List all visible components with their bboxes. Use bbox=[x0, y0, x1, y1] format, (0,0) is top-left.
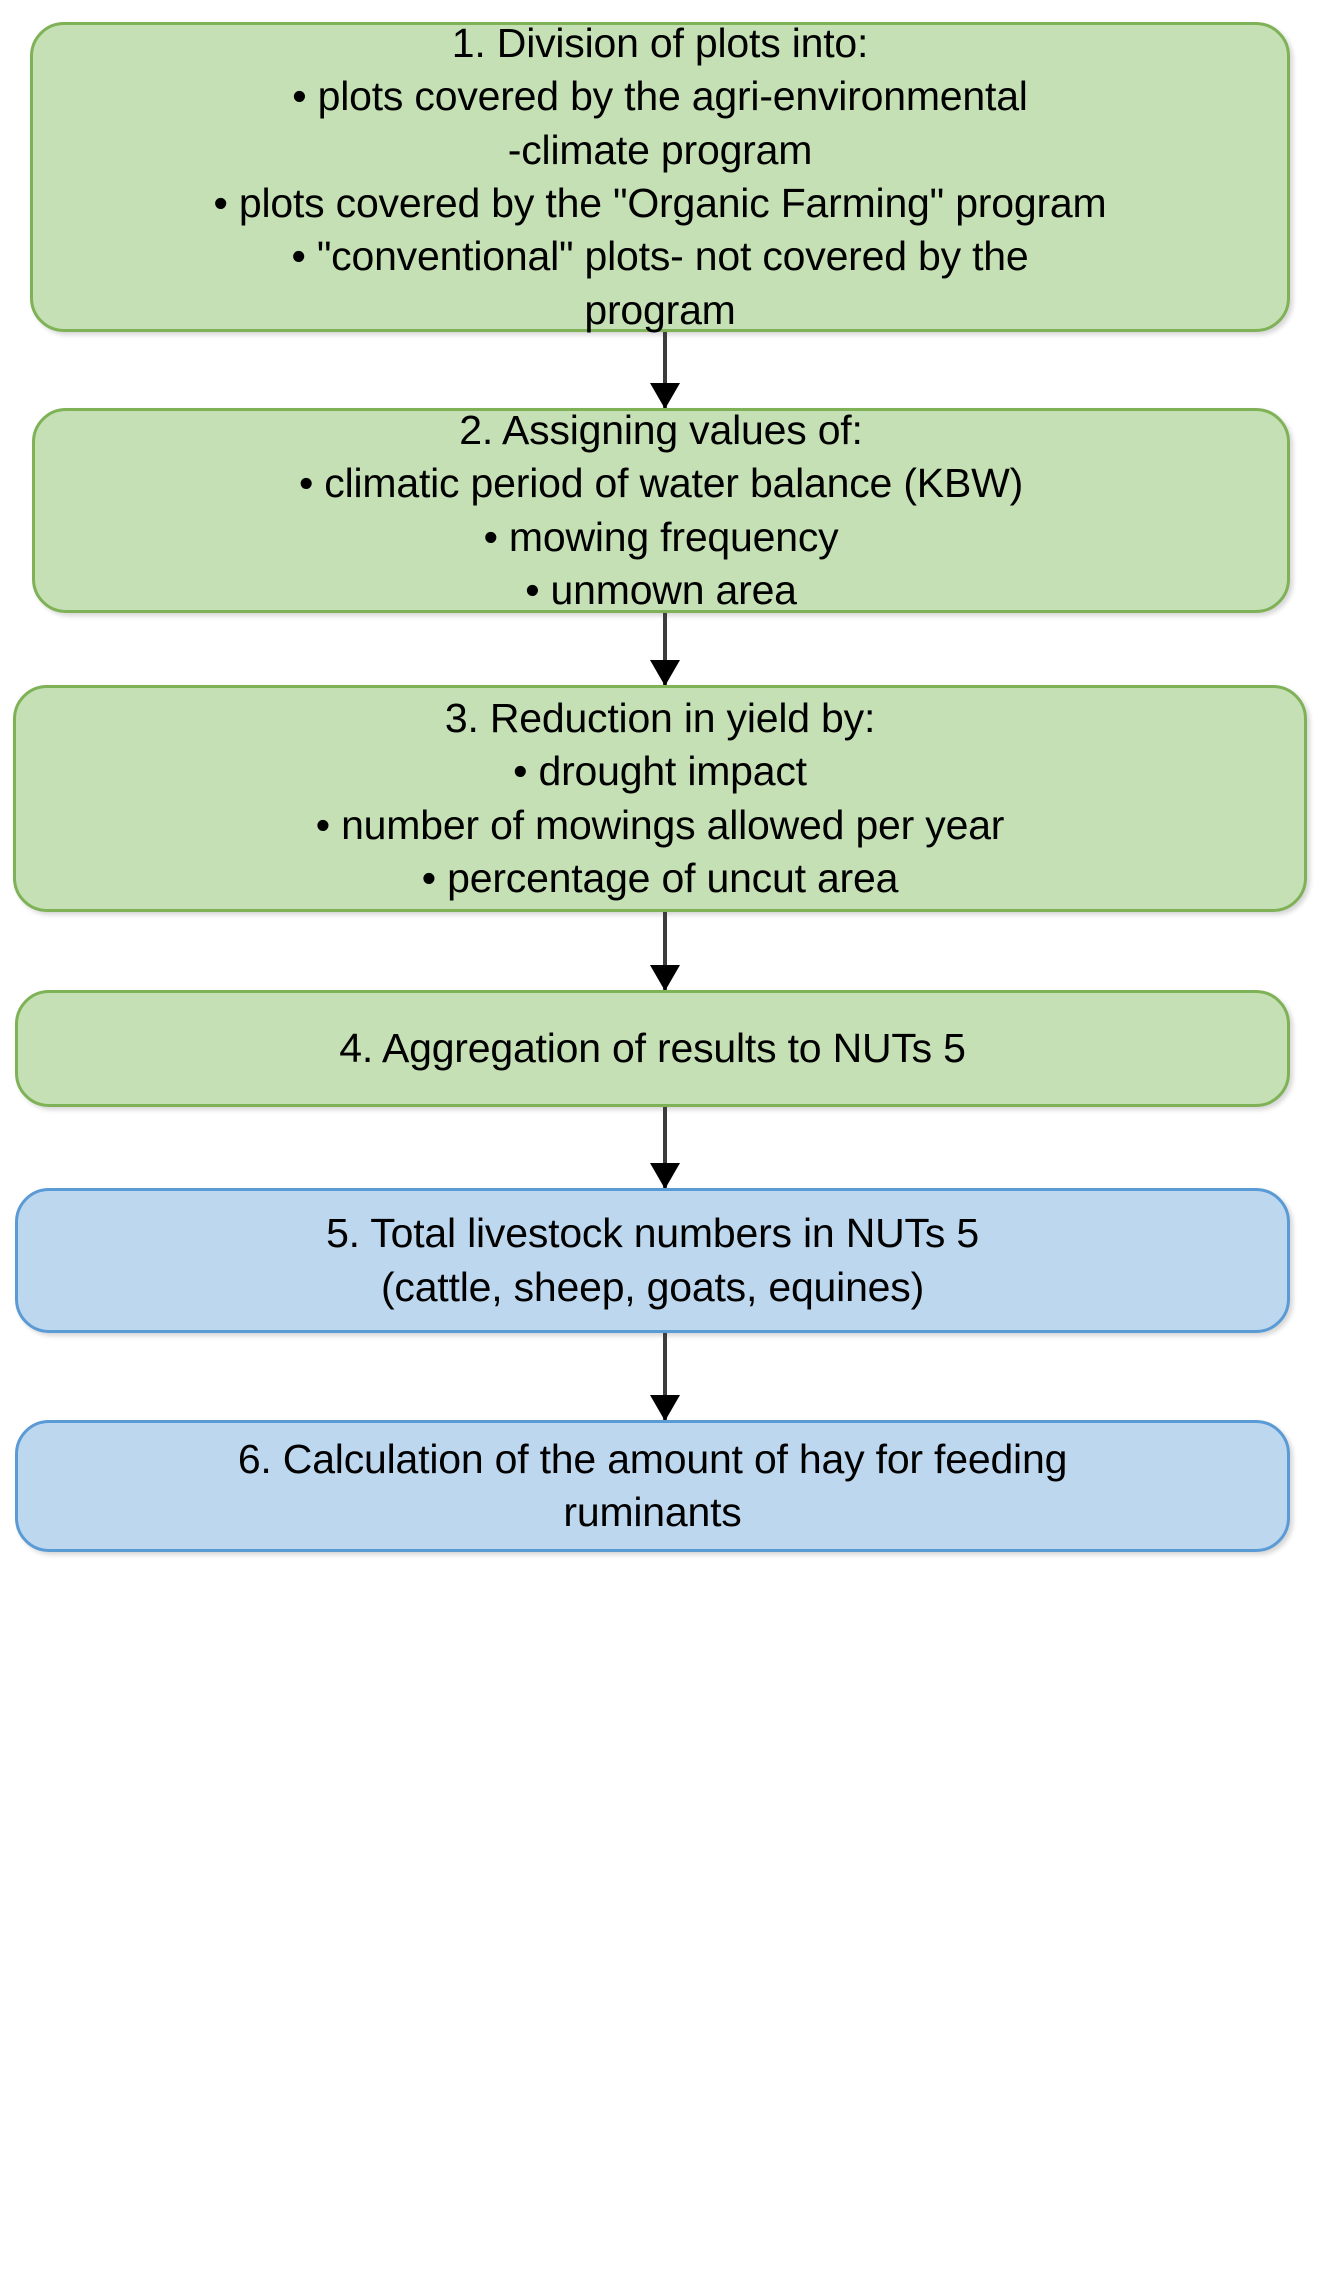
flow-node-1[interactable]: 1. Division of plots into: • plots cover… bbox=[30, 20, 1290, 333]
flow-node-2[interactable]: 2. Assigning values of: • climatic perio… bbox=[32, 407, 1290, 613]
flow-node-4[interactable]: 4. Aggregation of results to NUTs 5 bbox=[15, 990, 1290, 1107]
flow-node-6[interactable]: 6. Calculation of the amount of hay for … bbox=[15, 1420, 1290, 1552]
flow-node-5-label: 5. Total livestock numbers in NUTs 5 (ca… bbox=[326, 1210, 979, 1310]
flow-node-4-label: 4. Aggregation of results to NUTs 5 bbox=[339, 1024, 966, 1071]
flow-node-5[interactable]: 5. Total livestock numbers in NUTs 5 (ca… bbox=[15, 1188, 1290, 1333]
arrow-down-icon bbox=[650, 965, 680, 991]
connector-2-to-3 bbox=[650, 613, 680, 686]
arrow-down-icon bbox=[650, 660, 680, 686]
connector-1-to-2 bbox=[650, 332, 680, 409]
connector-5-to-6 bbox=[650, 1333, 680, 1421]
connector-3-to-4 bbox=[650, 912, 680, 991]
flow-node-6-label: 6. Calculation of the amount of hay for … bbox=[237, 1435, 1068, 1535]
flow-node-3-label: 3. Reduction in yield by: • drought impa… bbox=[315, 694, 1005, 901]
arrow-down-icon bbox=[650, 1395, 680, 1421]
arrow-down-icon bbox=[650, 383, 680, 409]
connector-4-to-5 bbox=[650, 1107, 680, 1189]
arrow-down-icon bbox=[650, 1163, 680, 1189]
flow-node-3[interactable]: 3. Reduction in yield by: • drought impa… bbox=[13, 685, 1307, 912]
flow-node-2-label: 2. Assigning values of: • climatic perio… bbox=[298, 406, 1024, 613]
flow-node-1-label: 1. Division of plots into: • plots cover… bbox=[213, 20, 1107, 333]
